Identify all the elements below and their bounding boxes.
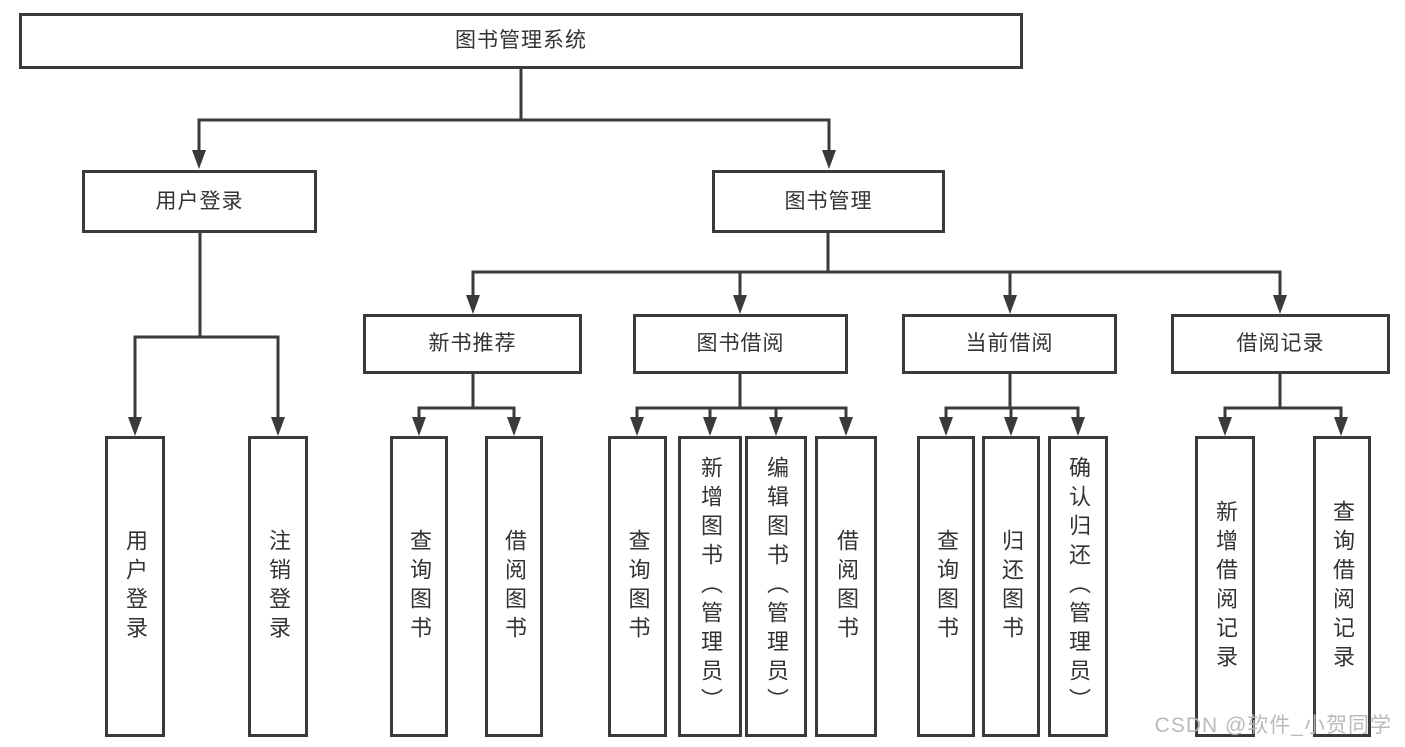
leaf-query-books-borrow: 查询图书 [608, 436, 667, 737]
leaf-user-login: 用户登录 [105, 436, 165, 737]
node-borrowing-records: 借阅记录 [1171, 314, 1390, 374]
leaf-logout-login: 注销登录 [248, 436, 308, 737]
leaf-query-books-current: 查询图书 [917, 436, 975, 737]
leaf-borrow-books-recommend: 借阅图书 [485, 436, 543, 737]
leaf-borrow-books-2: 借阅图书 [815, 436, 877, 737]
node-book-management: 图书管理 [712, 170, 945, 233]
node-library-system: 图书管理系统 [19, 13, 1023, 69]
leaf-add-book-admin: 新增图书（管理员） [678, 436, 742, 737]
leaf-add-borrow-record: 新增借阅记录 [1195, 436, 1255, 737]
node-new-book-recommend: 新书推荐 [363, 314, 582, 374]
leaf-query-borrow-record: 查询借阅记录 [1313, 436, 1371, 737]
node-user-login: 用户登录 [82, 170, 317, 233]
leaf-return-book: 归还图书 [982, 436, 1040, 737]
csdn-watermark: CSDN @软件_小贺同学 [1154, 714, 1392, 737]
leaf-edit-book-admin: 编辑图书（管理员） [745, 436, 807, 737]
node-current-borrowing: 当前借阅 [902, 314, 1117, 374]
leaf-query-books-recommend: 查询图书 [390, 436, 448, 737]
node-book-borrowing: 图书借阅 [633, 314, 848, 374]
leaf-confirm-return-admin: 确认归还（管理员） [1048, 436, 1108, 737]
